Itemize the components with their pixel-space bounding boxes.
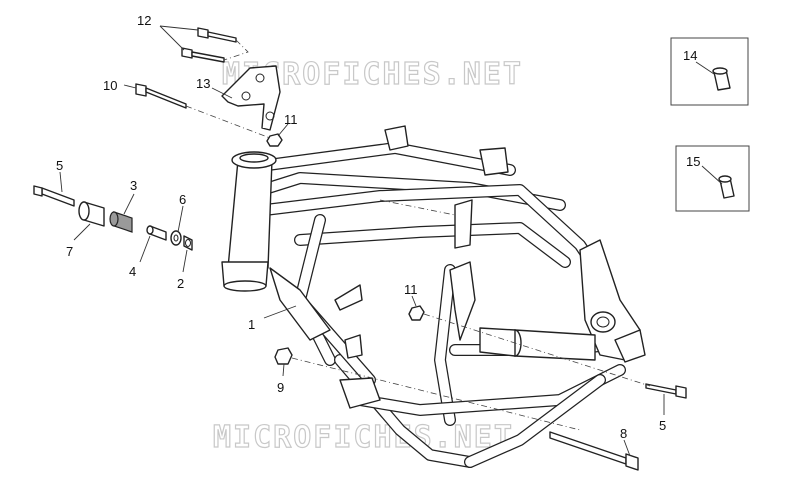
callout-10: 10 <box>103 78 117 93</box>
nut-part-9 <box>274 347 293 365</box>
bolt-part-12-upper <box>197 27 237 43</box>
callout-15: 15 <box>686 154 700 169</box>
bolt-part-10 <box>135 83 187 109</box>
bracket-part-13 <box>221 65 281 131</box>
nut-part-11-upper <box>266 133 283 147</box>
bolt-part-12-lower <box>181 47 225 63</box>
watermark-bottom: MICROFICHES.NET <box>213 420 514 455</box>
callout-5-right: 5 <box>659 418 666 433</box>
callout-13: 13 <box>196 76 210 91</box>
leader-lines <box>59 25 723 457</box>
callout-12: 12 <box>137 13 151 28</box>
sleeve-part-4 <box>146 225 167 241</box>
callout-14: 14 <box>683 48 697 63</box>
nut-part-2 <box>183 235 193 251</box>
callout-8: 8 <box>620 426 627 441</box>
bushing-part-7 <box>78 201 105 227</box>
spacer-part-3 <box>109 211 133 233</box>
callout-11-upper: 11 <box>284 112 298 127</box>
frame-part <box>221 125 646 468</box>
washer-part-6 <box>170 230 182 246</box>
callout-6: 6 <box>179 192 186 207</box>
callout-4: 4 <box>129 264 136 279</box>
callout-9: 9 <box>277 380 284 395</box>
callout-5-left: 5 <box>56 158 63 173</box>
bolt-part-5-right <box>645 383 687 399</box>
bolt-part-8 <box>549 431 639 471</box>
callout-2: 2 <box>177 276 184 291</box>
callout-1: 1 <box>248 317 255 332</box>
kit-box-15 <box>675 145 750 212</box>
nut-part-11-lower <box>408 305 425 321</box>
callout-3: 3 <box>130 178 137 193</box>
callout-11-lower: 11 <box>404 282 418 297</box>
bolt-part-5-left <box>33 185 75 207</box>
callout-7: 7 <box>66 244 73 259</box>
